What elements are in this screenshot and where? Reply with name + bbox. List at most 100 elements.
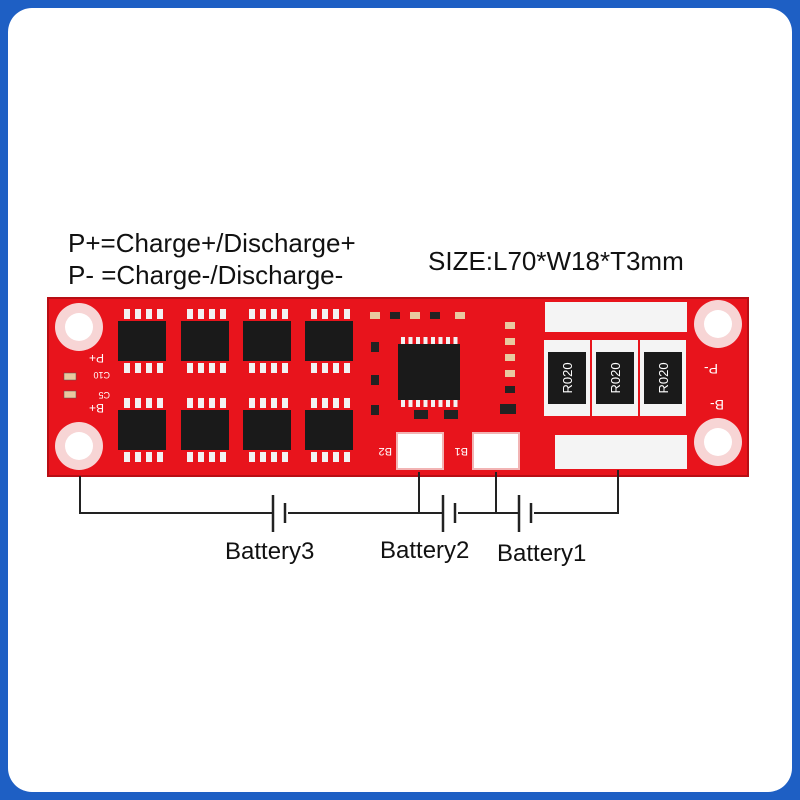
chip-pin	[344, 398, 350, 408]
battery2-label: Battery2	[380, 537, 470, 564]
battery2-symbol	[441, 495, 457, 532]
battery3-label: Battery3	[225, 538, 315, 565]
chip-pin	[157, 309, 163, 319]
mount-hole-top-right	[694, 300, 742, 348]
chip-pin	[220, 309, 226, 319]
chip-pins	[124, 309, 350, 462]
chip-pin	[187, 363, 193, 373]
chip-pin	[249, 363, 255, 373]
chip-pin	[282, 363, 288, 373]
charge-discharge-minus-text: P- =Charge-/Discharge-	[68, 260, 344, 290]
chip-pin	[271, 398, 277, 408]
chip-pin	[209, 398, 215, 408]
mount-hole-top-left	[55, 303, 103, 351]
chip-pin	[157, 363, 163, 373]
cap-c10	[63, 372, 77, 381]
ic-pin	[446, 400, 450, 407]
ic-pin	[453, 337, 458, 344]
mosfet-top-2	[181, 321, 229, 361]
chip-pin	[311, 398, 317, 408]
smd-c3	[505, 338, 515, 345]
chip-pin	[322, 363, 328, 373]
wire-battery2-to-b1	[458, 472, 497, 514]
charge-discharge-plus-text: P+=Charge+/Discharge+	[68, 228, 356, 258]
smd-r8	[390, 312, 400, 319]
b-minus-pad-strip	[555, 435, 687, 469]
chip-pin	[260, 398, 266, 408]
chip-pin	[249, 452, 255, 462]
chip-pin	[209, 309, 215, 319]
chip-pin	[311, 452, 317, 462]
smd-r9	[430, 312, 440, 319]
chip-pin	[260, 452, 266, 462]
ic-pin	[446, 337, 450, 344]
chip-pin	[146, 452, 152, 462]
mosfet-bottom-3	[243, 410, 291, 450]
mosfet-bottom-1	[118, 410, 166, 450]
svg-text:R020: R020	[608, 362, 623, 393]
chip-pin	[333, 398, 339, 408]
control-ic-pins	[401, 337, 458, 407]
control-ic	[398, 344, 460, 400]
wire-b-minus	[534, 470, 619, 514]
b2-pad	[396, 432, 444, 470]
chip-pin	[311, 363, 317, 373]
battery1-label: Battery1	[497, 540, 587, 567]
chip-pin	[124, 452, 130, 462]
smd-c1	[505, 370, 515, 377]
chip-pin	[187, 398, 193, 408]
mosfet-top-4	[305, 321, 353, 361]
chip-pin	[198, 452, 204, 462]
smd-r12	[371, 342, 379, 352]
chip-pin	[260, 363, 266, 373]
ic-pin	[431, 337, 435, 344]
shunt-resistor-2: R020	[592, 340, 638, 416]
chip-pin	[282, 398, 288, 408]
c10-label: C10	[93, 370, 110, 380]
ic-pin	[401, 400, 405, 407]
chip-pin	[135, 309, 141, 319]
b1-pad	[472, 432, 520, 470]
chip-pin	[282, 452, 288, 462]
chip-pin	[220, 452, 226, 462]
chip-pin	[124, 309, 130, 319]
chip-pin	[157, 452, 163, 462]
b2-label: B2	[379, 445, 392, 457]
svg-text:R020: R020	[560, 362, 575, 393]
chip-pin	[333, 309, 339, 319]
battery-wiring	[79, 470, 619, 514]
mount-hole-bottom-right	[694, 418, 742, 466]
ic-pin	[431, 400, 435, 407]
chip-pin	[187, 309, 193, 319]
mosfet-bottom-4	[305, 410, 353, 450]
ic-pin	[423, 400, 428, 407]
c5-label: C5	[98, 390, 110, 400]
b1-label: B1	[455, 445, 468, 457]
smd-r11	[371, 375, 379, 385]
ic-pin	[416, 337, 420, 344]
shunt-resistor-3: R020	[640, 340, 686, 416]
size-text: SIZE:L70*W18*T3mm	[428, 246, 684, 276]
pcb-board-shade	[47, 297, 749, 477]
b-plus-label: B+	[89, 401, 104, 415]
chip-pin	[333, 452, 339, 462]
wire-b2	[288, 472, 420, 514]
ic-pin	[401, 337, 405, 344]
chip-pin	[220, 363, 226, 373]
chip-pin	[249, 309, 255, 319]
chip-pin	[135, 363, 141, 373]
chip-pin	[209, 363, 215, 373]
chip-pin	[146, 363, 152, 373]
chip-pin	[249, 398, 255, 408]
chip-pin	[322, 452, 328, 462]
chip-pin	[124, 398, 130, 408]
ic-pin	[416, 400, 420, 407]
chip-pin	[146, 309, 152, 319]
ic-pin	[408, 337, 413, 344]
chip-pin	[322, 309, 328, 319]
p-minus-label: P-	[704, 361, 718, 377]
mosfet-top-3	[243, 321, 291, 361]
smd-c4	[505, 322, 515, 329]
chip-pin	[187, 452, 193, 462]
chip-pin	[311, 309, 317, 319]
